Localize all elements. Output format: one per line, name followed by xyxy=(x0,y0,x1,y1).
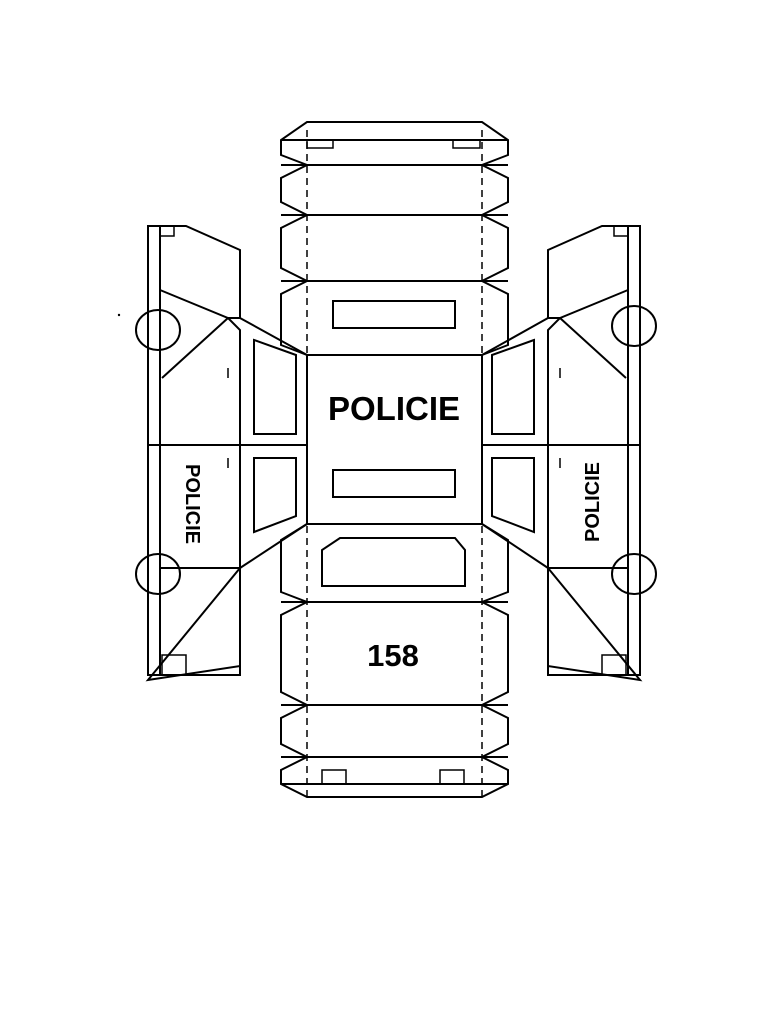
hood-number: 158 xyxy=(367,638,419,673)
left-rear-wheel xyxy=(135,553,181,595)
light-bar-rear xyxy=(332,469,456,498)
front-tab-right xyxy=(452,140,481,149)
front-tab-left xyxy=(306,140,334,149)
right-front-wheel xyxy=(611,305,657,347)
left-side-label: POLICIE xyxy=(181,464,203,544)
right-side-label: POLICIE xyxy=(582,462,604,542)
roof-label: POLICIE xyxy=(328,390,460,427)
right-side-panel xyxy=(481,225,657,682)
stray-dot xyxy=(117,313,121,317)
left-front-wheel xyxy=(135,309,181,351)
left-side-panel xyxy=(135,225,308,682)
left-front-window xyxy=(253,338,297,435)
rear-tab-right xyxy=(439,769,465,785)
right-rear-wheel xyxy=(611,553,657,595)
right-rear-window xyxy=(491,457,535,534)
rear-tab-left xyxy=(321,769,347,785)
rear-window xyxy=(321,537,466,587)
center-body-strip xyxy=(280,121,509,798)
right-front-window xyxy=(491,338,535,435)
light-bar-front xyxy=(332,300,456,329)
left-rear-window xyxy=(253,457,297,534)
